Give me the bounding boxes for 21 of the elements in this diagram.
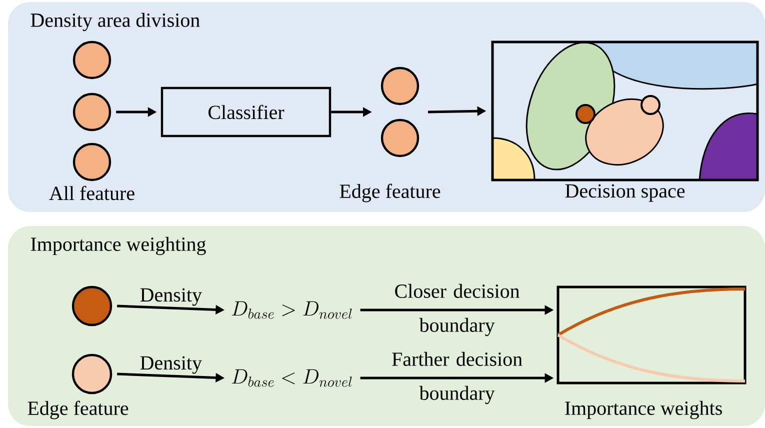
- formula: $D_{base} < D_{novel}$: [232, 369, 352, 387]
- caption: All feature: [49, 186, 134, 200]
- feature-circle: [72, 286, 112, 326]
- feature-circle: [72, 142, 112, 182]
- node-label: Importance weights: [565, 400, 722, 420]
- edge-label: Farther decision boundary: [392, 352, 522, 404]
- decision-space-drawing: [491, 40, 759, 182]
- caption: Edge feature: [340, 184, 440, 202]
- feature-circle: [380, 118, 420, 158]
- node-label: Edge feature: [28, 400, 128, 420]
- formula: $D_{base} > D_{novel}$: [232, 301, 352, 319]
- node-label: Decision space: [565, 184, 685, 202]
- feature-circle: [380, 66, 420, 106]
- feature-circle: [72, 40, 112, 80]
- process-box: Classifier: [160, 86, 332, 138]
- edge-label: Closer decision boundary: [395, 284, 520, 336]
- weight-chart-drawing: [556, 286, 746, 384]
- edge-label: Density: [140, 288, 202, 306]
- feature-circle: [72, 92, 112, 132]
- edge-label: Density: [140, 356, 202, 374]
- feature-circle: [72, 354, 112, 394]
